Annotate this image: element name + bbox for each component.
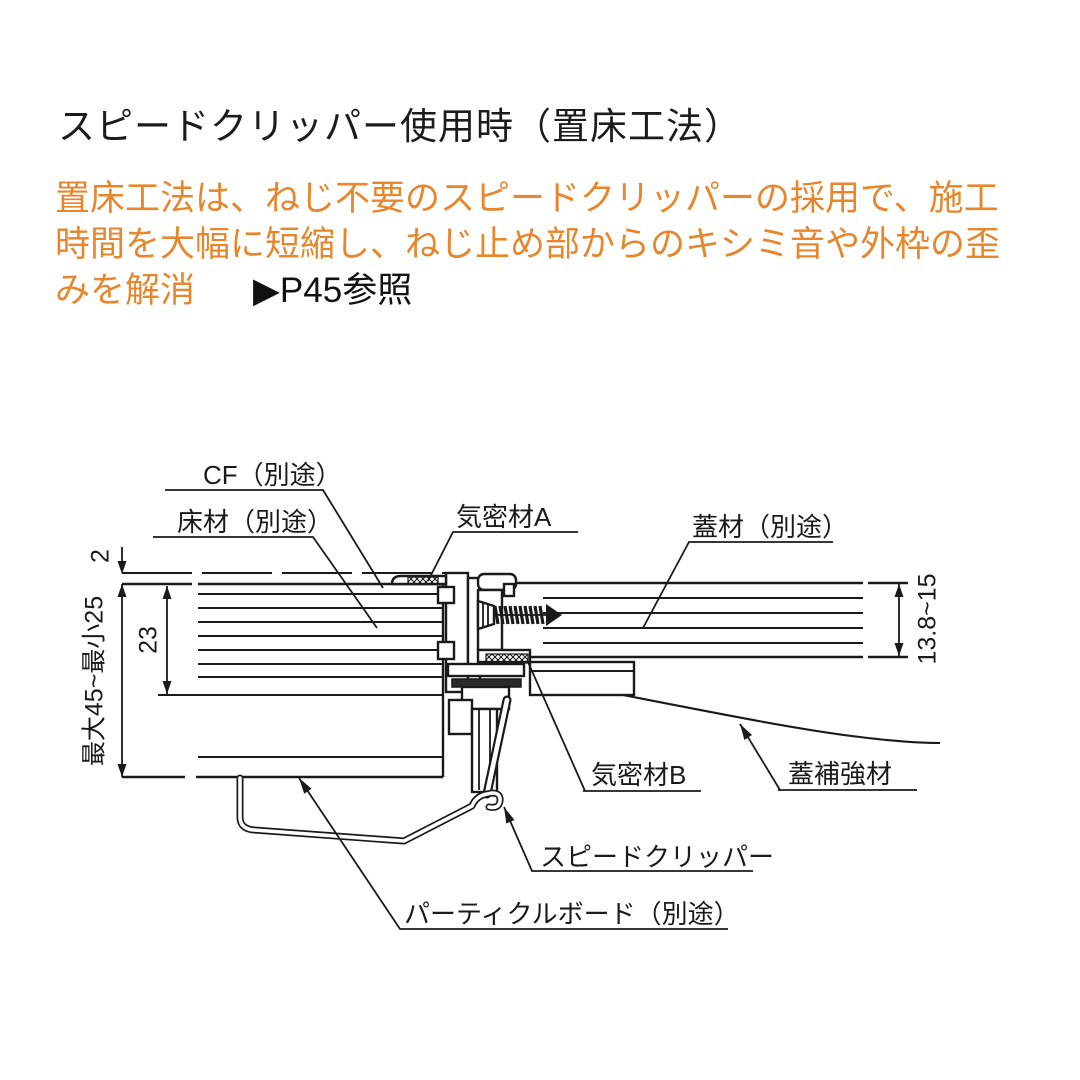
speed-clipper-wire (236, 695, 512, 845)
intro-line-3: みを解消 ▶P45参照 (55, 268, 1000, 314)
seal-a-gasket (407, 576, 439, 585)
label-seal-b: 気密材B (527, 661, 701, 792)
label-floor-material: 床材（別途） (153, 507, 378, 629)
label-seal-b-text: 気密材B (591, 760, 686, 790)
clip-mount-gasket (451, 678, 522, 688)
screw-threads (493, 605, 545, 625)
dimension-lid-thickness: 13.8~15 (894, 573, 942, 665)
label-lid-material-text: 蓋材（別途） (692, 512, 848, 542)
dimension-floor-thickness: 23 (135, 586, 172, 694)
intro-paragraph: 置床工法は、ねじ不要のスピードクリッパーの採用で、施工 時間を大幅に短縮し、ねじ… (55, 176, 1000, 314)
screw-head (476, 599, 496, 631)
label-speed-clipper: スピードクリッパー (503, 806, 774, 872)
screw-head-lines (482, 603, 489, 627)
clip-side-bracket (447, 698, 474, 736)
page-title: スピードクリッパー使用時（置床工法） (58, 106, 742, 147)
label-seal-a: 気密材A (427, 502, 578, 582)
clip-mount-flange (446, 662, 526, 678)
intro-line-2: 時間を大幅に短縮し、ねじ止め部からのキシミ音や外枠の歪 (55, 225, 1001, 264)
dim-lid-thickness-text: 13.8~15 (914, 573, 942, 664)
label-speed-clipper-text: スピードクリッパー (540, 842, 774, 872)
label-cf: CF（別途） (165, 460, 384, 589)
label-floor-material-text: 床材（別途） (177, 507, 333, 537)
dim-floor-thickness-text: 23 (135, 626, 163, 654)
label-cf-text: CF（別途） (203, 460, 342, 490)
lid-clamp-tooth (502, 582, 516, 598)
intro-line-3-text: みを解消 (55, 271, 196, 310)
dimension-overall-height: 最大45~最小25 (81, 584, 127, 777)
lid-assembly (514, 581, 908, 659)
page-reference-link[interactable]: ▶P45参照 (253, 271, 413, 310)
dim-overall-height-text: 最大45~最小25 (81, 596, 109, 766)
lid-lamination-lines (543, 596, 863, 645)
label-lid-material: 蓋材（別途） (642, 512, 848, 629)
screw-tip (546, 604, 562, 626)
label-lid-reinforcement-text: 蓋補強材 (788, 759, 892, 789)
floor-lamination-lines (198, 592, 443, 679)
frame-hook-upper (436, 585, 456, 605)
label-seal-a-text: 気密材A (456, 502, 552, 532)
label-lid-reinforcement: 蓋補強材 (739, 723, 917, 791)
screw (476, 599, 562, 631)
label-particle-board-text: パーティクルボード（別途） (404, 899, 740, 929)
intro-line-1: 置床工法は、ねじ不要のスピードクリッパーの採用で、施工 (55, 179, 999, 218)
lid-reinforcement-curve (617, 692, 941, 745)
label-particle-board: パーティクルボード（別途） (298, 777, 740, 930)
floor-assembly (122, 571, 456, 779)
lid-support-bracket (528, 660, 636, 697)
dimension-cf-thickness: 2 (87, 547, 127, 574)
frame-hook-lower (436, 640, 456, 661)
seal-b-gasket (485, 653, 529, 664)
dim-cf-thickness-text: 2 (87, 549, 115, 563)
